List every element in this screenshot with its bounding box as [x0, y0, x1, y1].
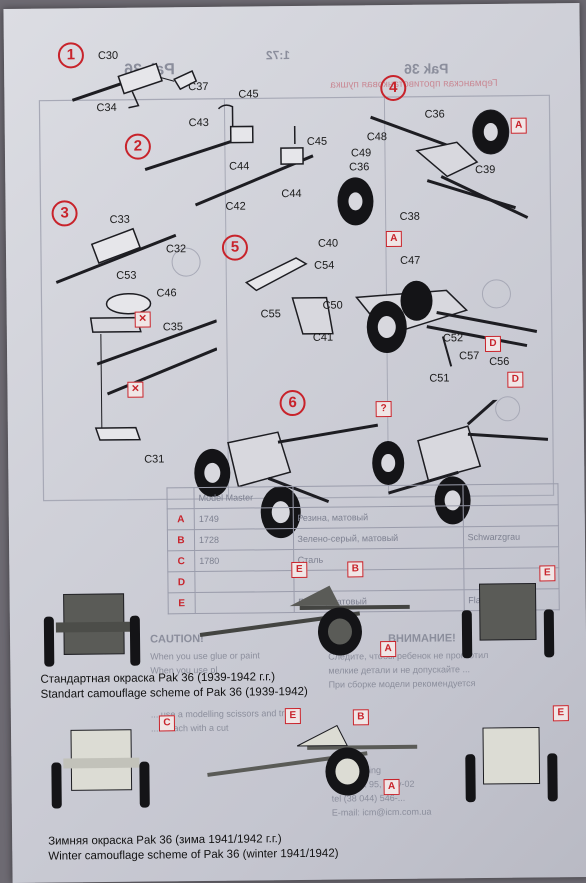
part-label: C45 [306, 135, 328, 148]
part-label: C41 [312, 331, 334, 344]
part-label: C40 [317, 237, 339, 250]
part-label: C57 [459, 350, 480, 363]
paint-ref-a: A [380, 640, 397, 658]
part-label: C33 [109, 213, 130, 226]
step-5-drawing [244, 257, 538, 367]
part-label: C44 [229, 160, 250, 173]
step-6-drawing [194, 399, 549, 539]
instruction-sheet: Pak 36 1:72 Pak 36 Германская противотан… [3, 3, 586, 883]
part-label: C52 [442, 332, 464, 345]
part-label: C50 [322, 299, 343, 312]
winter-scheme-front-view [51, 729, 150, 809]
paint-ref-a: A [510, 117, 527, 134]
summer-scheme-side-view [199, 585, 410, 656]
part-label: C56 [489, 355, 510, 368]
paint-table-header: Model Master [193, 486, 293, 509]
part-label: C43 [188, 116, 209, 130]
part-label: C48 [366, 131, 388, 144]
step-2-drawing [144, 104, 314, 207]
part-label: C37 [188, 80, 209, 94]
part-label: C31 [144, 453, 165, 466]
part-label: C30 [97, 49, 119, 63]
part-label: C46 [156, 287, 177, 300]
paint-ref-d: D [507, 371, 524, 388]
part-label: C55 [260, 308, 281, 321]
paint-ref-d: D [484, 335, 502, 353]
winter-caption-en: Winter camouflage scheme of Pak 36 (wint… [48, 847, 339, 863]
part-label: C35 [162, 321, 184, 334]
part-label: C39 [475, 163, 496, 177]
part-label: C49 [350, 147, 372, 160]
winter-scheme-side-view [207, 724, 418, 796]
glue-warning-icon: ✕ [127, 381, 144, 398]
paint-ref-e: E [291, 561, 308, 579]
summer-scheme-front-view [43, 593, 141, 667]
part-label: C38 [399, 210, 420, 223]
paint-ref-e: E [539, 565, 556, 582]
part-label: C47 [400, 254, 421, 267]
part-label: C54 [314, 259, 335, 272]
part-label: C51 [429, 372, 450, 385]
step-4-drawing [337, 109, 529, 226]
step-3-drawing [55, 227, 218, 441]
part-label: C53 [116, 269, 137, 282]
part-label: C44 [281, 187, 302, 201]
paint-ref-b: B [352, 709, 369, 726]
paint-ref-e: E [284, 707, 301, 725]
summer-scheme-rear-view [461, 582, 555, 659]
part-label: C32 [165, 243, 187, 256]
paint-ref-c: C [158, 715, 176, 732]
part-label: C45 [238, 88, 259, 101]
paint-ref-b: B [347, 561, 364, 578]
part-label: C36 [424, 108, 445, 121]
sprue-outline [38, 94, 555, 502]
paint-ref-a: A [383, 778, 400, 796]
summer-caption-en: Standart camouflage scheme of Pak 36 (19… [40, 685, 308, 701]
part-label: C34 [96, 101, 117, 115]
part-label: C36 [349, 161, 370, 174]
part-label: C42 [225, 200, 246, 213]
winter-scheme-rear-view [465, 726, 558, 803]
step-1-drawing [71, 62, 198, 109]
glue-warning-icon: ✕ [134, 311, 151, 328]
paint-ref-e: E [552, 705, 569, 722]
